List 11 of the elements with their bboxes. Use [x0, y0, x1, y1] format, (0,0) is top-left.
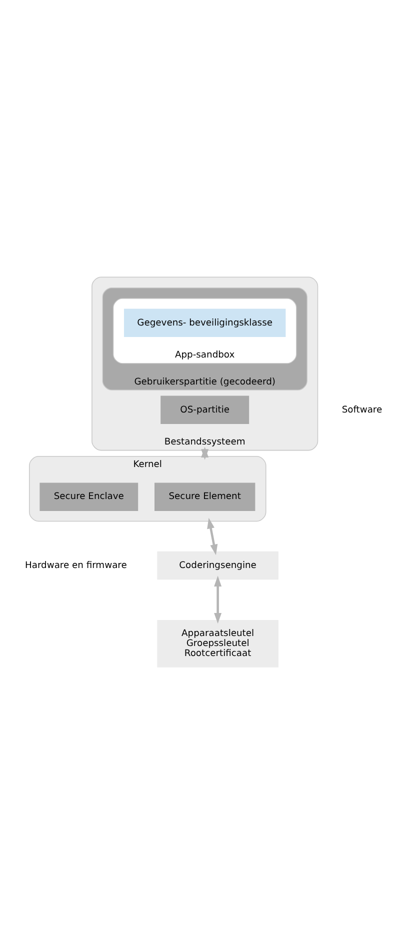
node-box: Secure Element: [154, 482, 256, 510]
label: Software: [342, 404, 382, 415]
arrow: [214, 575, 222, 624]
label: Hardware en firmware: [24, 560, 127, 570]
node-box: Gegevens- beveiligingsklasse: [124, 308, 286, 337]
node-box: Coderingsengine: [157, 550, 278, 580]
arrow: [201, 446, 209, 460]
node-box: Secure Enclave: [40, 482, 138, 510]
node-box: OS-partitie: [160, 395, 250, 424]
node-box: Apparaatsleutel Groepssleutel Rootcertificaat: [157, 620, 278, 667]
arrow: [207, 517, 218, 555]
